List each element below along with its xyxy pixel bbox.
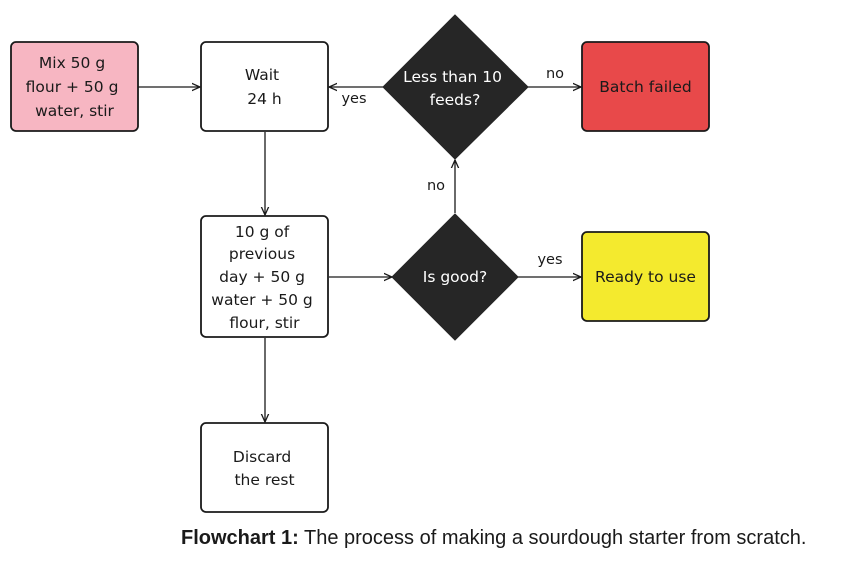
node-batch-failed-box — [581, 41, 710, 132]
node-feed-line-3: day + 50 g — [219, 268, 305, 286]
node-discard: Discard the rest — [200, 422, 329, 513]
edge-label-good-yes: yes — [537, 252, 562, 268]
node-less-than-10-line-1: Less than 10 — [403, 68, 502, 86]
node-mix-line-2: flour + 50 g — [26, 78, 119, 96]
node-batch-failed: Batch failed — [581, 41, 710, 132]
node-wait: Wait 24 h — [200, 41, 329, 132]
node-is-good-diamond — [391, 213, 519, 341]
edge-label-less-no: no — [546, 66, 564, 82]
node-discard-box — [200, 422, 329, 513]
node-mix-line-1: Mix 50 g — [39, 54, 105, 72]
node-batch-failed-label: Batch failed — [599, 78, 691, 96]
node-wait-line-1: Wait — [245, 66, 279, 84]
node-mix-label: Mix 50 g flour + 50 g water, stir — [26, 54, 124, 120]
sourdough-flowchart: yes no no yes Mix 50 g flour + 50 g wate… — [10, 14, 710, 513]
node-is-good-label: Is good? — [423, 268, 487, 286]
node-less-than-10-diamond — [382, 14, 529, 160]
node-wait-label: Wait 24 h — [245, 66, 284, 108]
node-less-than-10: Less than 10 feeds? — [382, 14, 529, 160]
edge-label-good-no: no — [427, 178, 445, 194]
node-less-than-10-label: Less than 10 feeds? — [403, 68, 507, 109]
node-less-than-10-line-2: feeds? — [430, 91, 481, 109]
node-discard-label: Discard the rest — [233, 448, 296, 489]
node-batch-failed-line-1: Batch failed — [599, 78, 691, 96]
node-feed-line-2: previous — [229, 245, 295, 263]
node-is-good: Is good? — [391, 213, 519, 341]
edge-label-less-yes: yes — [341, 91, 366, 107]
node-wait-box — [200, 41, 329, 132]
node-feed-line-1: 10 g of — [235, 223, 290, 241]
node-feed: 10 g of previous day + 50 g water + 50 g… — [200, 215, 329, 338]
node-discard-line-2: the rest — [234, 471, 294, 489]
node-feed-label: 10 g of previous day + 50 g water + 50 g… — [211, 223, 317, 332]
node-is-good-line-1: Is good? — [423, 268, 487, 286]
node-ready: Ready to use — [581, 231, 710, 322]
node-ready-line-1: Ready to use — [595, 268, 696, 286]
node-mix-line-3: water, stir — [35, 102, 114, 120]
caption-text: The process of making a sourdough starte… — [298, 527, 807, 549]
node-feed-box — [200, 215, 329, 338]
node-wait-line-2: 24 h — [247, 90, 281, 108]
node-mix: Mix 50 g flour + 50 g water, stir — [10, 41, 139, 132]
node-feed-line-5: flour, stir — [229, 314, 300, 332]
flowchart-caption: Flowchart 1: The process of making a sou… — [181, 527, 806, 550]
caption-label: Flowchart 1: — [181, 527, 299, 549]
node-mix-box — [10, 41, 139, 132]
node-feed-line-4: water + 50 g — [211, 291, 313, 309]
node-ready-box — [581, 231, 710, 322]
node-ready-label: Ready to use — [595, 268, 696, 286]
node-discard-line-1: Discard — [233, 448, 291, 466]
